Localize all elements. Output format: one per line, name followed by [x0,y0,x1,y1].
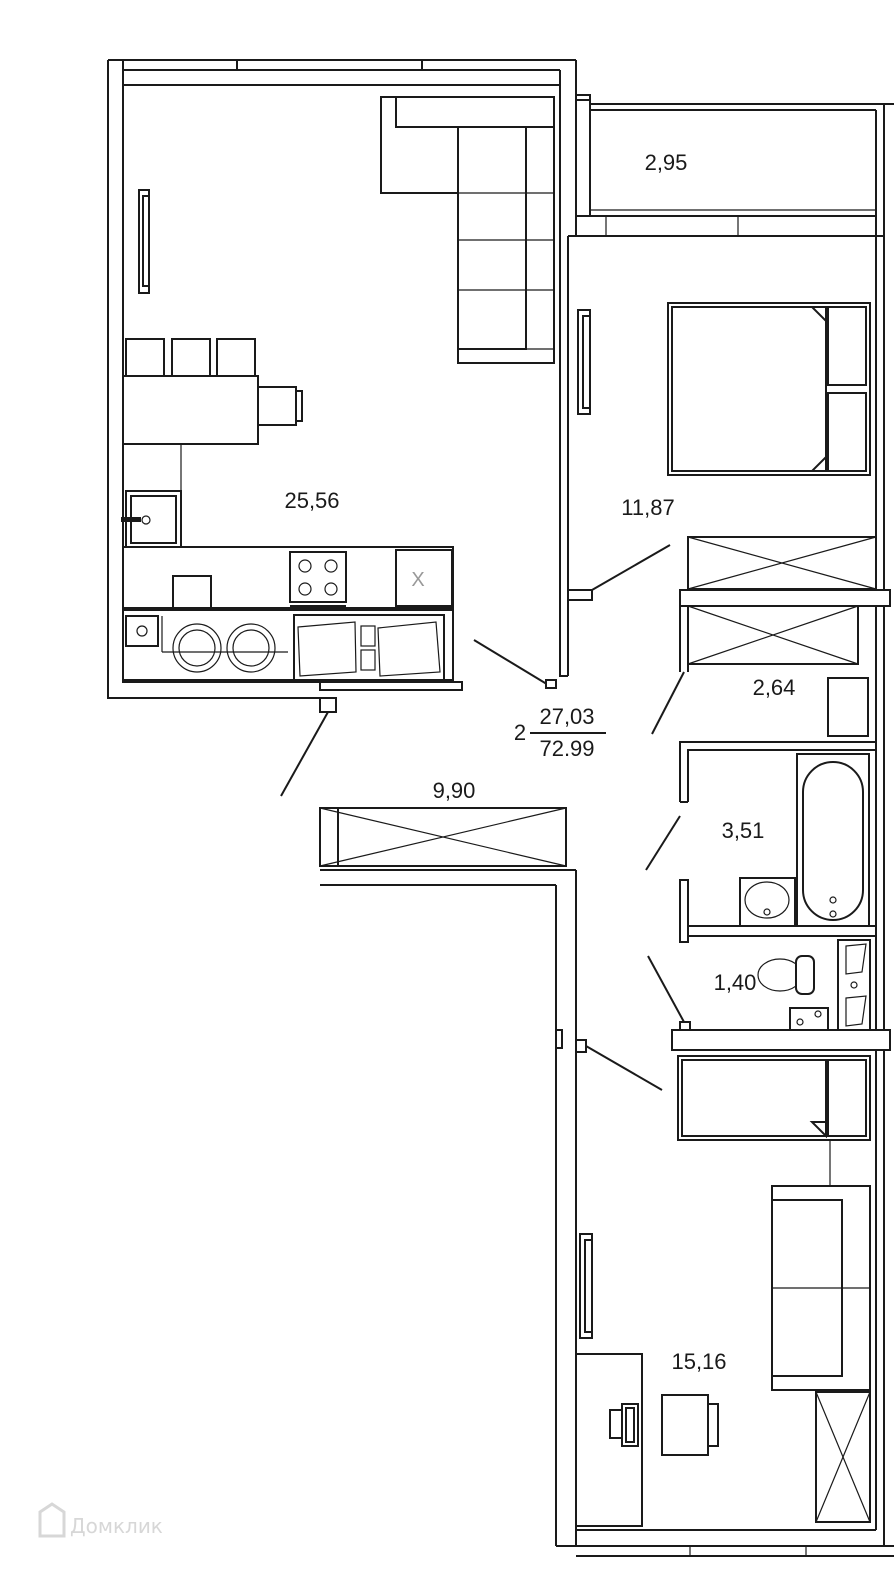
bedroom-2 [556,1039,894,1557]
total-area: 72.99 [539,736,594,761]
bathroom [645,741,877,943]
door-kitchen [473,639,557,689]
wardrobe-bedroom-1 [687,536,877,590]
dining-table [122,338,303,492]
area-wardrobe: 2,64 [753,675,796,700]
watermark-text: Домклик [70,1514,163,1538]
kitchen-living-walls [107,59,590,699]
apartment-summary: 2 27,03 72.99 [514,704,606,761]
area-hall: 9,90 [433,778,476,803]
balcony-walls [575,94,894,237]
tv-living [138,189,150,294]
hall-walls [319,807,577,1546]
door-bedroom-1 [591,544,671,591]
door-balcony-kitchen [280,697,337,797]
wc [647,939,891,1051]
double-bed [667,302,871,476]
area-bedroom-1: 11,87 [621,495,674,520]
kitchen-counter [121,490,454,681]
area-kitchen-living: 25,56 [284,488,339,513]
area-wc: 1,40 [714,970,757,995]
tv-bedroom-1 [577,309,591,415]
wardrobe-room [651,589,891,1050]
living-area: 27,03 [539,704,594,729]
corner-sofa [380,96,555,364]
area-balcony: 2,95 [645,150,688,175]
area-bathroom: 3,51 [722,818,765,843]
area-bedroom-2: 15,16 [671,1349,726,1374]
watermark-logo: Домклик [38,1502,163,1538]
hood-mark: X [411,569,424,591]
rooms-count: 2 [514,720,526,745]
bedroom-1-walls [567,235,885,601]
